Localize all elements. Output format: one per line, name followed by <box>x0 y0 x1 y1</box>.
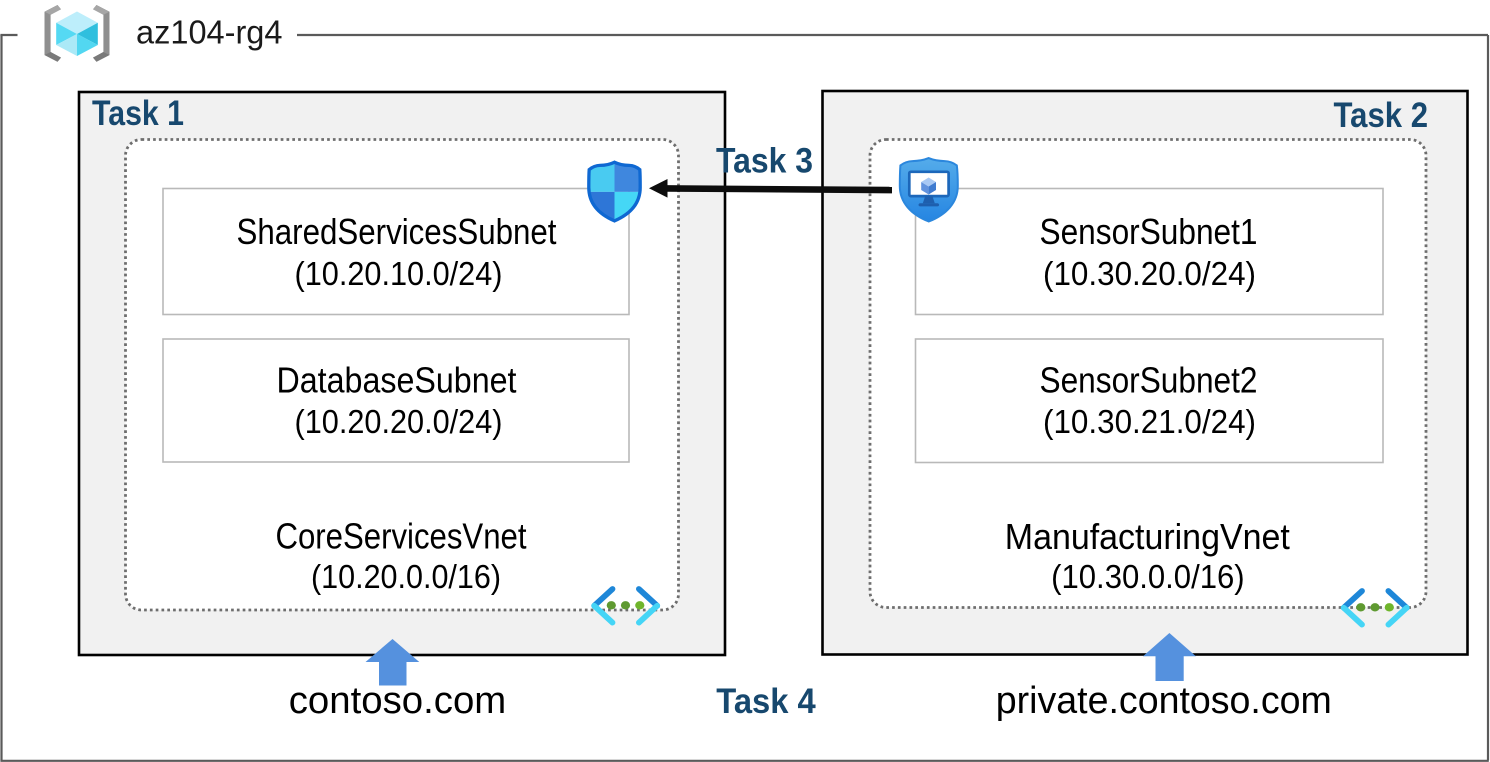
svg-text:Task 4: Task 4 <box>716 682 816 721</box>
svg-text:(10.20.10.0/24): (10.20.10.0/24) <box>295 255 503 292</box>
svg-text:az104-rg4: az104-rg4 <box>136 13 283 50</box>
svg-text:Task 1: Task 1 <box>92 94 184 133</box>
svg-text:CoreServicesVnet: CoreServicesVnet <box>276 516 527 557</box>
svg-text:(10.30.20.0/24): (10.30.20.0/24) <box>1043 255 1256 292</box>
svg-text:Task 3: Task 3 <box>716 142 813 181</box>
svg-text:SensorSubnet1: SensorSubnet1 <box>1040 211 1258 252</box>
svg-text:Task 2: Task 2 <box>1334 96 1429 135</box>
svg-text:private.contoso.com: private.contoso.com <box>996 680 1332 722</box>
svg-text:(10.20.20.0/24): (10.20.20.0/24) <box>295 403 503 440</box>
svg-text:(10.30.21.0/24): (10.30.21.0/24) <box>1043 403 1256 440</box>
svg-text:contoso.com: contoso.com <box>289 680 507 722</box>
svg-text:SensorSubnet2: SensorSubnet2 <box>1040 360 1258 401</box>
svg-text:ManufacturingVnet: ManufacturingVnet <box>1005 516 1290 557</box>
svg-text:SharedServicesSubnet: SharedServicesSubnet <box>237 211 557 252</box>
svg-text:(10.30.0.0/16): (10.30.0.0/16) <box>1051 558 1245 595</box>
svg-text:DatabaseSubnet: DatabaseSubnet <box>277 360 517 401</box>
svg-text:(10.20.0.0/16): (10.20.0.0/16) <box>311 558 501 595</box>
